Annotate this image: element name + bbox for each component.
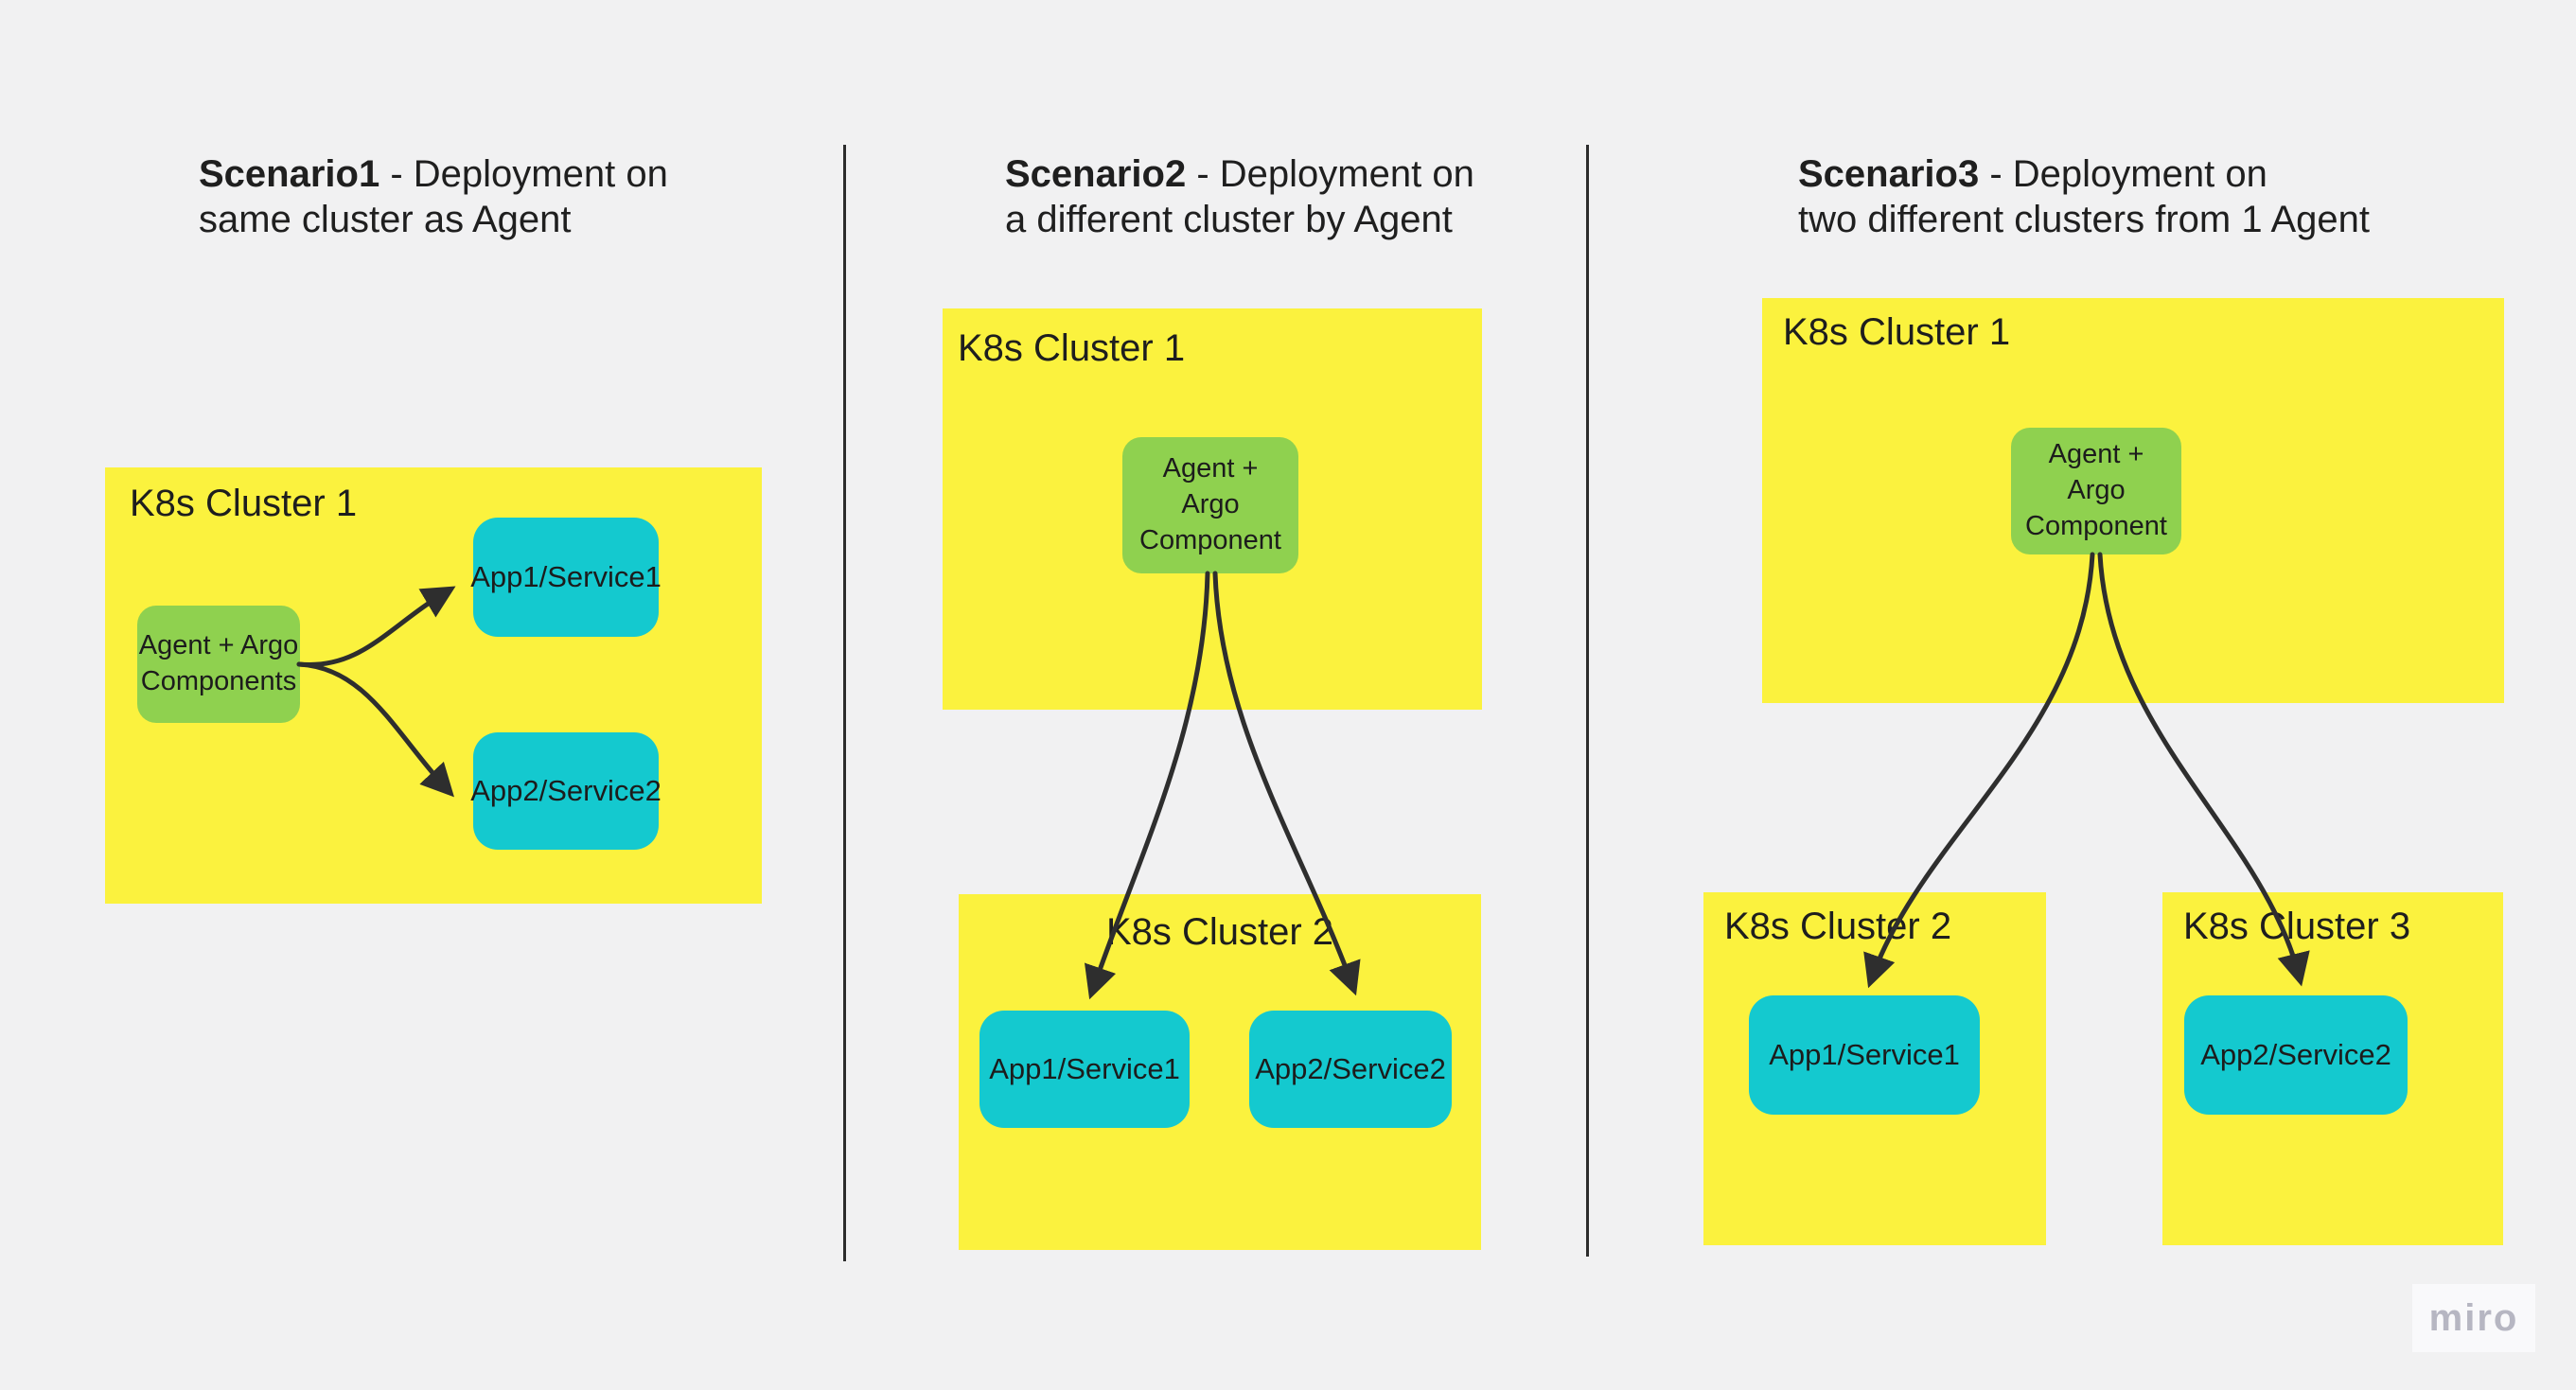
scenario1-cluster1-label: K8s Cluster 1: [130, 483, 358, 524]
scenario3-agent-label-line1: Agent +: [2048, 439, 2144, 470]
scenario1-title-rest: - Deployment on: [379, 153, 668, 195]
scenario2-app1-box[interactable]: App1/Service1: [979, 1011, 1190, 1128]
scenario1-title-line1: Scenario1 - Deployment on: [199, 153, 668, 195]
scenario2-cluster1-label: K8s Cluster 1: [958, 327, 1186, 369]
scenario2-agent-label-line3: Component: [1139, 524, 1281, 555]
scenario-divider-2[interactable]: [1586, 145, 1589, 1257]
scenario3-app2-box[interactable]: App2/Service2: [2184, 995, 2408, 1115]
scenario1-title[interactable]: Scenario1 - Deployment on same cluster a…: [199, 151, 668, 242]
scenario1-app2-label: App2/Service2: [470, 774, 662, 807]
scenario2-title-line2: a different cluster by Agent: [1005, 199, 1453, 240]
scenario2-app2-box[interactable]: App2/Service2: [1249, 1011, 1452, 1128]
scenario2-agent-box[interactable]: Agent + Argo Component: [1122, 437, 1298, 573]
scenario3-agent-label-line3: Component: [2025, 510, 2167, 541]
scenario1-title-bold: Scenario1: [199, 153, 380, 195]
scenario2-title[interactable]: Scenario2 - Deployment on a different cl…: [1005, 151, 1474, 242]
scenario1-title-line2: same cluster as Agent: [199, 199, 572, 240]
scenario3-cluster1-label: K8s Cluster 1: [1783, 311, 2011, 353]
scenario1-app2-box[interactable]: App2/Service2: [470, 732, 662, 850]
scenario2-title-bold: Scenario2: [1005, 153, 1187, 195]
scenario3-app1-box[interactable]: App1/Service1: [1749, 995, 1980, 1115]
scenario3-title-rest: - Deployment on: [1979, 153, 2267, 195]
scenario2-app2-label: App2/Service2: [1255, 1052, 1446, 1085]
scenario2-agent-label-line2: Argo: [1181, 489, 1240, 520]
scenario2-agent-label-line1: Agent +: [1162, 453, 1259, 484]
scenario3-agent-label-line2: Argo: [2067, 475, 2126, 506]
scenario1-agent-label-line2: Components: [140, 666, 297, 696]
scenario1-agent-label-line1: Agent + Argo: [138, 630, 299, 661]
scenario1-app1-box[interactable]: App1/Service1: [470, 518, 662, 637]
scenario3-title-line2: two different clusters from 1 Agent: [1798, 199, 2371, 240]
scenario-divider-1[interactable]: [843, 145, 846, 1261]
scenario1-agent-box[interactable]: Agent + Argo Components: [137, 606, 300, 723]
miro-watermark-text: miro: [2428, 1296, 2519, 1339]
scenario3-agent-box[interactable]: Agent + Argo Component: [2011, 428, 2181, 554]
scenario2-title-rest: - Deployment on: [1186, 153, 1474, 195]
miro-watermark: miro: [2412, 1284, 2535, 1352]
scenario1-app1-label: App1/Service1: [470, 560, 662, 593]
scenario3-title-bold: Scenario3: [1798, 153, 1980, 195]
scenario3-title-line1: Scenario3 - Deployment on: [1798, 153, 2267, 195]
scenario2-app1-label: App1/Service1: [989, 1052, 1180, 1085]
scenario3-app1-label: App1/Service1: [1769, 1038, 1960, 1071]
scenario2-title-line1: Scenario2 - Deployment on: [1005, 153, 1474, 195]
scenario3-title[interactable]: Scenario3 - Deployment on two different …: [1798, 151, 2370, 242]
scenario3-cluster2-label: K8s Cluster 2: [1724, 906, 1952, 947]
scenario3-app2-label: App2/Service2: [2200, 1038, 2391, 1071]
scenario3-cluster3-label: K8s Cluster 3: [2183, 906, 2411, 947]
scenario2-cluster1-box[interactable]: K8s Cluster 1: [943, 308, 1482, 710]
scenario2-cluster2-label: K8s Cluster 2: [1105, 911, 1334, 953]
